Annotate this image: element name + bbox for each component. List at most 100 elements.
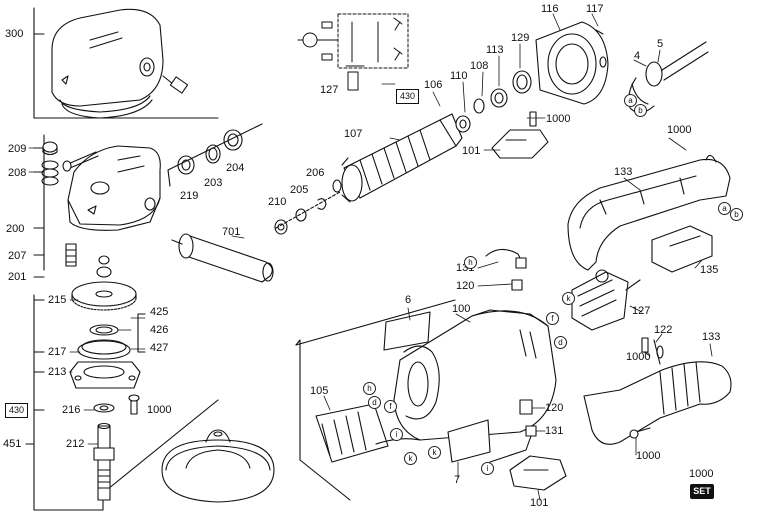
callout-105: 105 (310, 385, 329, 397)
screw-200 (62, 151, 99, 172)
callout-201: 201 (8, 271, 27, 283)
callout-205: 205 (290, 184, 309, 196)
part-201 (96, 255, 112, 278)
bearing-113 (490, 88, 508, 108)
callout-120-top: 120 (456, 280, 475, 292)
circle-letter-b-cable: b (634, 104, 647, 117)
callout-120-bottom: 120 (545, 402, 564, 414)
callout-209: 209 (8, 143, 27, 155)
label-6 (383, 311, 431, 351)
circle-letter-i-bottom: i (481, 462, 494, 475)
callout-210: 210 (268, 196, 287, 208)
circle-letter-d-top: d (554, 336, 567, 349)
callout-219: 219 (180, 190, 199, 202)
cap-300 (51, 8, 189, 119)
set-badge: SET (690, 484, 714, 499)
callout-213: 213 (48, 366, 67, 378)
callout-426: 426 (150, 324, 169, 336)
callout-117: 117 (586, 3, 604, 15)
circle-letter-d-stator: d (368, 396, 381, 409)
callout-217: 217 (48, 346, 67, 358)
switch-assembly-127 (571, 269, 641, 331)
ring-426 (89, 324, 119, 336)
polishing-pad (161, 429, 275, 503)
part-209 (42, 141, 58, 156)
callout-300: 300 (5, 28, 24, 40)
part-205 (295, 208, 307, 222)
callout-7: 7 (454, 474, 461, 486)
part-207 (65, 243, 77, 267)
circle-letter-k-stator-1: k (404, 452, 417, 465)
callout-122: 122 (654, 324, 673, 336)
callout-4: 4 (634, 50, 641, 62)
bearing-204 (223, 129, 243, 151)
callout-1000-handle: 1000 (667, 124, 692, 136)
callout-133-top: 133 (614, 166, 633, 178)
callout-127-switch: 127 (632, 305, 651, 317)
part-206 (317, 198, 327, 210)
screw-1000-left (128, 394, 140, 415)
callout-203: 203 (204, 177, 223, 189)
circuit-schematic (297, 13, 409, 91)
callout-212: 212 (66, 438, 85, 450)
callout-6: 6 (405, 294, 412, 306)
axis-line-left (275, 191, 341, 229)
callout-206: 206 (306, 167, 325, 179)
part-208 (41, 160, 59, 186)
callout-216: 216 (62, 404, 81, 416)
callout-1000-spindle: 1000 (147, 404, 172, 416)
screw-1000-bottom (629, 427, 651, 439)
spindle-212 (93, 422, 115, 501)
callout-1000-lower: 1000 (636, 450, 661, 462)
bracket-451 (25, 294, 219, 511)
callout-5: 5 (657, 38, 664, 50)
gear-215 (71, 281, 137, 311)
gearhead-200 (67, 145, 161, 231)
bracket-425-427 (137, 313, 146, 353)
label-7 (447, 419, 491, 463)
callout-129: 129 (511, 32, 530, 44)
motor-housing-100 (393, 309, 557, 441)
handle-133-top (567, 154, 731, 271)
brush-cover-101-top (491, 111, 549, 159)
callout-427: 427 (150, 342, 169, 354)
callout-127-schematic: 127 (320, 84, 339, 96)
bracket-200 (33, 134, 45, 278)
circle-letter-a-cable: a (624, 94, 637, 107)
callout-113: 113 (486, 44, 504, 56)
callout-101-top: 101 (462, 145, 481, 157)
callout-207: 207 (8, 250, 27, 262)
sleeve-129 (512, 70, 532, 94)
circle-letter-k-stator-2: k (428, 446, 441, 459)
bracket-100 (295, 299, 456, 501)
callout-1000-set: 1000 (689, 468, 714, 480)
callout-451: 451 (3, 438, 22, 450)
callout-135: 135 (700, 264, 719, 276)
boxed-430-motor: 430 (396, 89, 420, 104)
circle-letter-a-handle: a (718, 202, 731, 215)
leader-lines (28, 13, 713, 501)
plate-217 (77, 339, 131, 360)
callout-425: 425 (150, 306, 169, 318)
circle-letter-f-stator: f (384, 400, 397, 413)
circle-letter-h-top: h (464, 256, 477, 269)
callout-208: 208 (8, 167, 27, 179)
brush-cover-101-bottom (509, 455, 567, 491)
callout-701: 701 (222, 226, 241, 238)
callout-106: 106 (424, 79, 443, 91)
housing-213 (69, 361, 141, 389)
callout-110: 110 (450, 70, 468, 82)
callout-215: 215 (48, 294, 67, 306)
bracket-300 (33, 7, 219, 119)
callout-131-bottom: 131 (545, 425, 564, 437)
screw-1000-mid (641, 337, 649, 353)
circle-letter-f-top: f (546, 312, 559, 325)
end-cover-116 (535, 21, 609, 105)
side-handle-701 (171, 233, 274, 283)
ring-108 (473, 98, 485, 114)
connector-131-top (485, 248, 527, 269)
callout-108: 108 (470, 60, 489, 72)
switch-135 (651, 225, 713, 273)
